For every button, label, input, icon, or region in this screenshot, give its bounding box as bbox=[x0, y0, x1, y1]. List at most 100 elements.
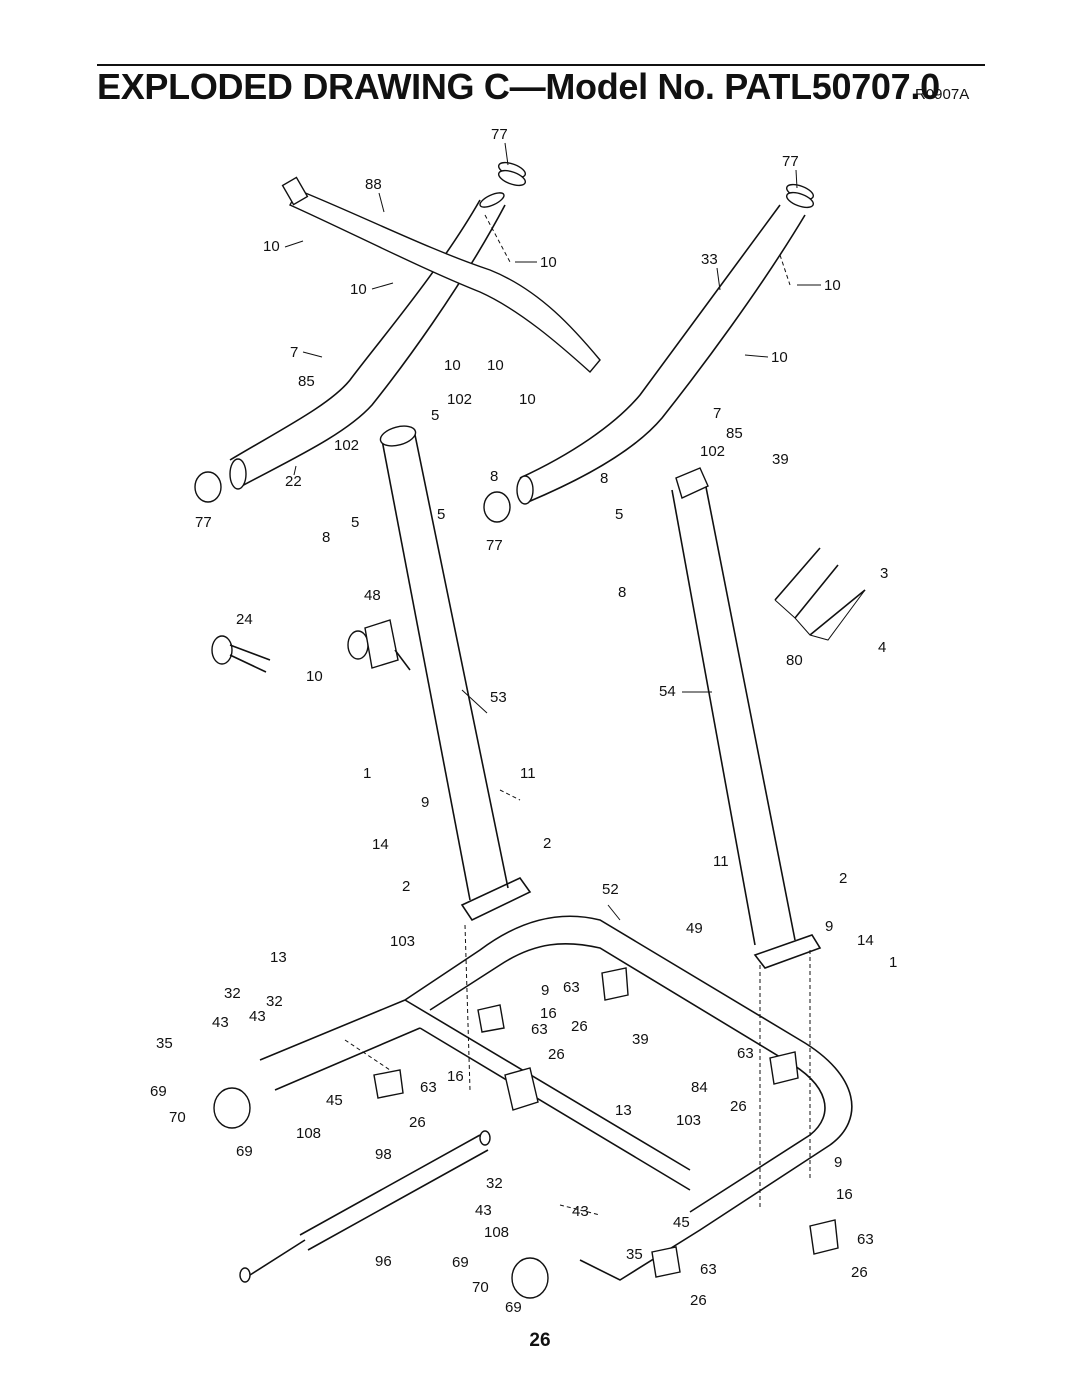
callout-label: 8 bbox=[322, 529, 330, 546]
callout-label: 53 bbox=[490, 689, 507, 706]
latch-knob-24 bbox=[211, 635, 271, 673]
assembly-guides bbox=[344, 214, 811, 1216]
base-crossbar-left bbox=[259, 999, 421, 1091]
callout-label: 26 bbox=[571, 1018, 588, 1035]
callout-label: 2 bbox=[839, 870, 847, 887]
callout-label: 5 bbox=[437, 506, 445, 523]
callout-label: 26 bbox=[548, 1046, 565, 1063]
callout-label: 45 bbox=[326, 1092, 343, 1109]
foot-63-f bbox=[809, 1219, 839, 1255]
callout-label: 88 bbox=[365, 176, 382, 193]
callout-label: 77 bbox=[486, 537, 503, 554]
callout-label: 85 bbox=[298, 373, 315, 390]
callout-label: 69 bbox=[505, 1299, 522, 1316]
callout-labels: 77 77 88 10 10 33 10 10 7 85 10 10 10 10… bbox=[150, 126, 897, 1316]
callout-label: 10 bbox=[306, 668, 323, 685]
callout-label: 9 bbox=[421, 794, 429, 811]
callout-label: 8 bbox=[618, 584, 626, 601]
callout-label: 43 bbox=[572, 1203, 589, 1220]
callout-label: 33 bbox=[701, 251, 718, 268]
callout-label: 9 bbox=[834, 1154, 842, 1171]
callout-label: 16 bbox=[836, 1186, 853, 1203]
callout-label: 5 bbox=[351, 514, 359, 531]
callout-label: 2 bbox=[543, 835, 551, 852]
callout-label: 7 bbox=[290, 344, 298, 361]
callout-label: 102 bbox=[334, 437, 359, 454]
callout-label: 63 bbox=[857, 1231, 874, 1248]
callout-label: 43 bbox=[475, 1202, 492, 1219]
callout-label: 70 bbox=[472, 1279, 489, 1296]
callout-label: 13 bbox=[270, 949, 287, 966]
callout-label: 11 bbox=[520, 765, 536, 782]
callout-label: 63 bbox=[737, 1045, 754, 1062]
callout-label: 39 bbox=[632, 1031, 649, 1048]
callout-label: 10 bbox=[487, 357, 504, 374]
callout-label: 9 bbox=[825, 918, 833, 935]
callout-label: 63 bbox=[531, 1021, 548, 1038]
wheel-70-right bbox=[511, 1257, 549, 1299]
base-bracket-center bbox=[504, 1067, 539, 1111]
bracket-80-rails bbox=[774, 547, 866, 636]
callout-label: 108 bbox=[296, 1125, 321, 1142]
page-number: 26 bbox=[529, 1330, 551, 1351]
foot-63-e bbox=[651, 1246, 681, 1278]
right-upright-base-plate bbox=[753, 934, 822, 969]
base-frame-outer-edge bbox=[404, 915, 853, 1281]
callout-label: 10 bbox=[444, 357, 461, 374]
callout-label: 22 bbox=[285, 473, 302, 490]
callout-label: 103 bbox=[390, 933, 415, 950]
shock-98 bbox=[239, 1130, 491, 1283]
endcap-77-top-left bbox=[497, 161, 527, 187]
callout-label: 26 bbox=[851, 1264, 868, 1281]
left-arm-tube-end bbox=[229, 458, 247, 490]
callout-label: 14 bbox=[372, 836, 389, 853]
callout-label: 32 bbox=[266, 993, 283, 1010]
right-upright-assembly bbox=[516, 183, 866, 969]
endcap-77-top-right bbox=[785, 183, 815, 209]
callout-label: 26 bbox=[690, 1292, 707, 1309]
callout-label: 7 bbox=[713, 405, 721, 422]
endcap-77-center bbox=[483, 491, 511, 523]
callout-label: 14 bbox=[857, 932, 874, 949]
left-upright-edge-outer bbox=[381, 439, 471, 901]
callout-label: 43 bbox=[212, 1014, 229, 1031]
callout-label: 103 bbox=[676, 1112, 701, 1129]
callout-label: 84 bbox=[691, 1079, 708, 1096]
leader-lines bbox=[284, 142, 821, 921]
callout-label: 5 bbox=[431, 407, 439, 424]
foot-63-c bbox=[477, 1004, 505, 1033]
callout-label: 102 bbox=[700, 443, 725, 460]
left-upright-edge-inner bbox=[413, 429, 509, 889]
callout-label: 102 bbox=[447, 391, 472, 408]
callout-label: 10 bbox=[519, 391, 536, 408]
callout-label: 63 bbox=[420, 1079, 437, 1096]
callout-label: 16 bbox=[447, 1068, 464, 1085]
callout-label: 77 bbox=[195, 514, 212, 531]
callout-label: 98 bbox=[375, 1146, 392, 1163]
callout-label: 49 bbox=[686, 920, 703, 937]
callout-label: 69 bbox=[150, 1083, 167, 1100]
callout-label: 5 bbox=[615, 506, 623, 523]
right-upright-edge-outer bbox=[671, 489, 756, 946]
callout-label: 2 bbox=[402, 878, 410, 895]
page-title: EXPLODED DRAWING C—Model No. PATL50707.0 bbox=[97, 66, 940, 107]
base-center-tube bbox=[404, 999, 691, 1191]
right-upright-edge-inner bbox=[704, 481, 796, 941]
callout-label: 3 bbox=[880, 565, 888, 582]
foot-63-b bbox=[601, 967, 629, 1001]
callout-label: 35 bbox=[156, 1035, 173, 1052]
callout-label: 43 bbox=[249, 1008, 266, 1025]
left-arm-tube-top bbox=[479, 192, 505, 208]
callout-label: 52 bbox=[602, 881, 619, 898]
callout-label: 54 bbox=[659, 683, 676, 700]
callout-label: 1 bbox=[363, 765, 371, 782]
callout-label: 63 bbox=[700, 1261, 717, 1278]
callout-label: 10 bbox=[263, 238, 280, 255]
callout-label: 13 bbox=[615, 1102, 632, 1119]
callout-label: 96 bbox=[375, 1253, 392, 1270]
callout-label: 26 bbox=[730, 1098, 747, 1115]
foot-63-d bbox=[769, 1051, 799, 1085]
callout-label: 45 bbox=[673, 1214, 690, 1231]
callout-label: 1 bbox=[889, 954, 897, 971]
